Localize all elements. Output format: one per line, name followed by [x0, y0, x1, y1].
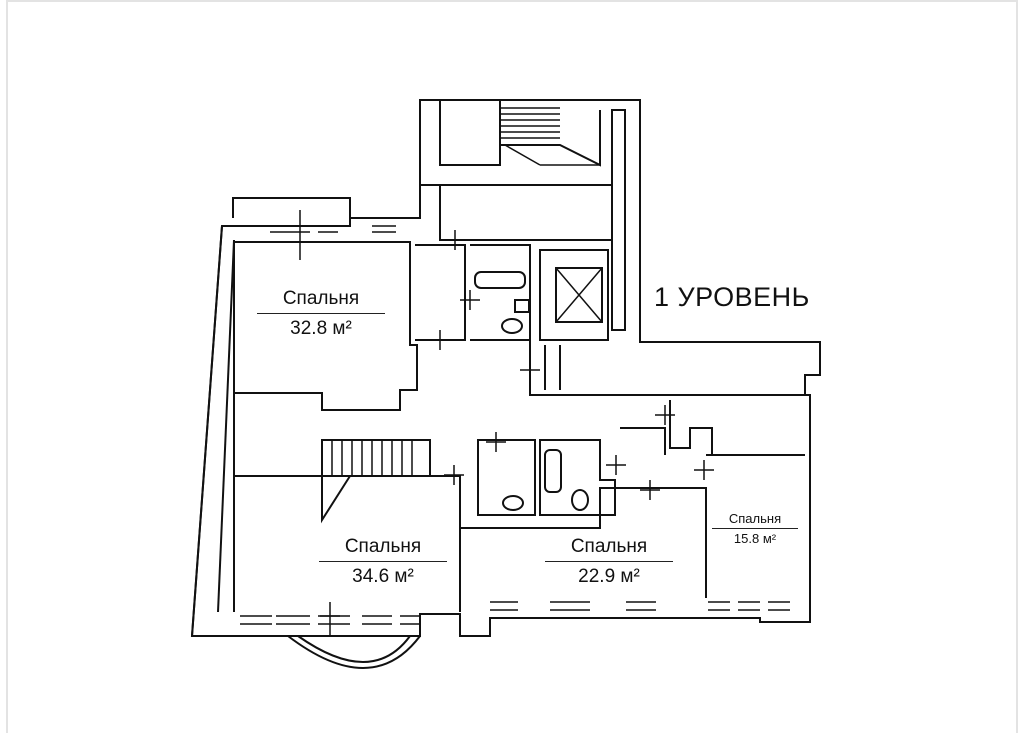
room-divider	[712, 528, 798, 529]
room-name: Спальня	[282, 288, 360, 309]
outer-wall	[190, 99, 821, 637]
bathtub-top	[474, 271, 526, 289]
bedroom-label-1: Спальня 32.8 м²	[248, 288, 394, 340]
bay-window	[287, 635, 421, 669]
room-area: 15.8 м²	[733, 531, 777, 546]
room-divider	[257, 313, 385, 314]
bedroom-label-2: Спальня 34.6 м²	[310, 536, 456, 588]
page-frame-top	[6, 0, 1018, 2]
elevator-x	[555, 267, 603, 323]
page-frame-right	[1016, 0, 1018, 733]
toilet-mid-1	[502, 495, 524, 511]
room-divider	[319, 561, 447, 562]
corridor-wall	[529, 340, 805, 396]
room-area: 32.8 м²	[290, 318, 352, 339]
left-outer-diagonal	[191, 225, 223, 637]
stair-core	[420, 100, 613, 241]
middle-stair-diagonal	[321, 475, 351, 524]
room-name: Спальня	[728, 511, 782, 526]
bedroom-label-3: Спальня 22.9 м²	[536, 536, 682, 588]
stair-right-wall	[611, 109, 626, 331]
bathroom-mid	[477, 439, 616, 516]
middle-stairs	[321, 439, 431, 477]
room-divider	[545, 561, 673, 562]
bedroom-3-walls	[460, 487, 707, 598]
top-balcony	[232, 197, 351, 218]
room-name: Спальня	[570, 536, 648, 557]
room-name: Спальня	[344, 536, 422, 557]
room-area: 22.9 м²	[578, 566, 640, 587]
toilet-mid-2	[571, 489, 589, 511]
bedroom-4-walls	[620, 400, 805, 456]
elevator-shaft	[539, 249, 609, 341]
page-frame-left	[6, 0, 8, 733]
level-title: 1 УРОВЕНЬ	[654, 282, 810, 312]
bedroom-1-walls	[234, 241, 418, 411]
bedroom-label-4: Спальня 15.8 м²	[706, 511, 804, 546]
bathroom-top	[415, 244, 531, 341]
middle-stair-treads	[331, 440, 413, 476]
bathtub-mid	[544, 449, 562, 493]
sink-top	[514, 299, 530, 313]
elevator-car	[555, 267, 603, 323]
crosshair-marks	[290, 210, 714, 636]
bay-window-inner	[297, 635, 411, 663]
room-area: 34.6 м²	[352, 566, 414, 587]
left-inner-diagonal	[217, 239, 235, 613]
stair-treads	[500, 107, 600, 166]
bedroom-2-walls	[234, 475, 461, 612]
toilet-top	[501, 318, 523, 334]
